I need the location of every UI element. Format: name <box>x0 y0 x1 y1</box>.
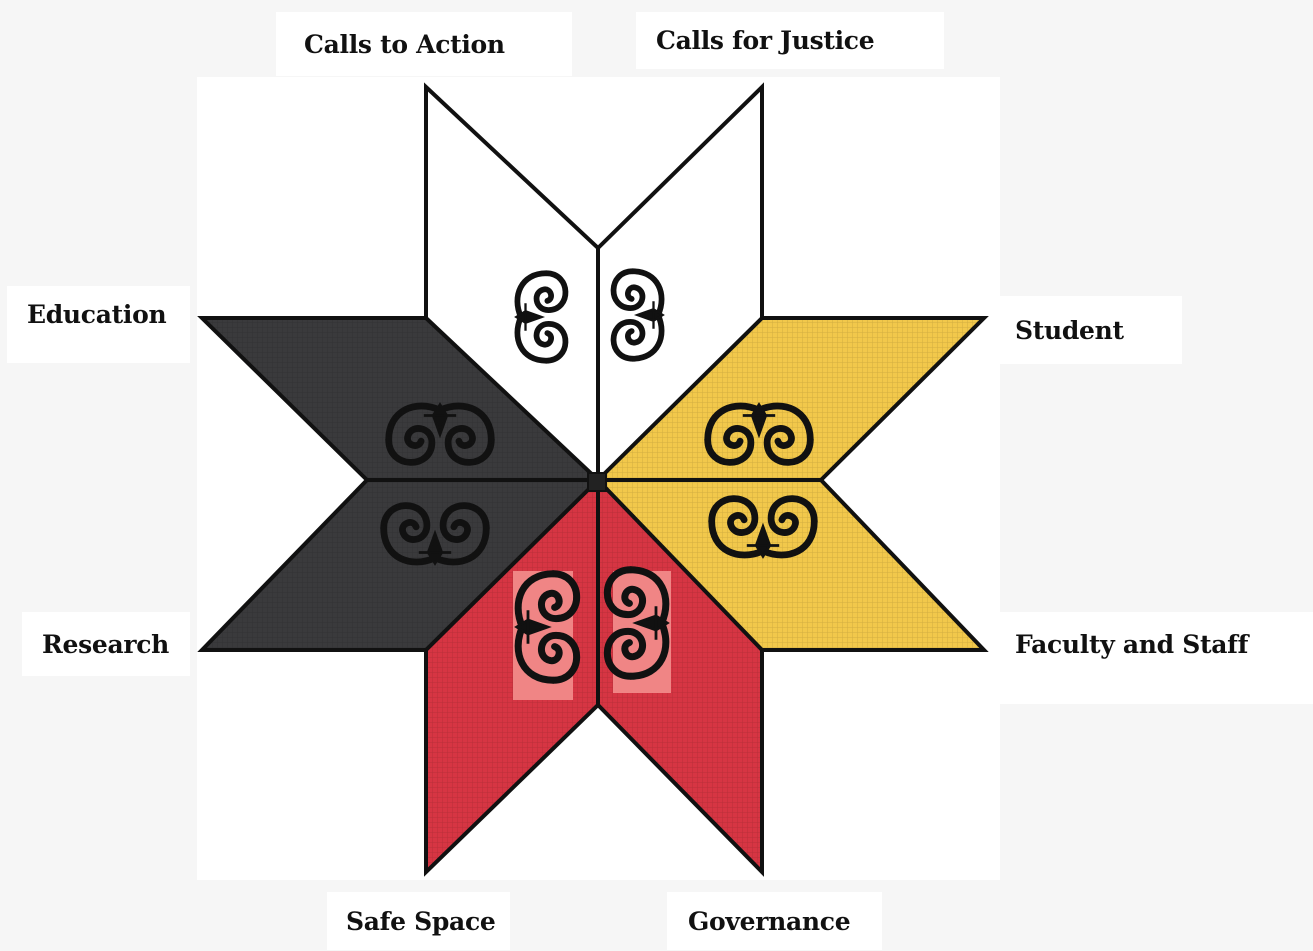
label-research: Research <box>22 612 190 676</box>
eight-point-star <box>197 82 989 877</box>
petal-calls-to-action <box>426 87 598 480</box>
label-education: Education <box>7 286 190 363</box>
label-governance: Governance <box>667 892 882 950</box>
label-text: Education <box>27 300 167 329</box>
label-text: Safe Space <box>346 906 496 936</box>
petal-calls-for-justice <box>598 87 762 480</box>
label-calls-for-justice: Calls for Justice <box>636 12 944 69</box>
label-safe-space: Safe Space <box>327 892 510 950</box>
label-text: Calls to Action <box>304 29 505 59</box>
label-text: Research <box>42 629 170 659</box>
label-text: Student <box>1015 315 1124 345</box>
label-calls-to-action: Calls to Action <box>276 12 572 76</box>
label-text: Faculty and Staff <box>1015 629 1249 659</box>
label-faculty-and-staff: Faculty and Staff <box>1000 612 1313 704</box>
center-square <box>587 472 607 492</box>
label-text: Governance <box>688 906 851 936</box>
label-student: Student <box>1000 296 1182 364</box>
star-blanket-diagram <box>197 77 1000 880</box>
label-text: Calls for Justice <box>656 26 875 55</box>
